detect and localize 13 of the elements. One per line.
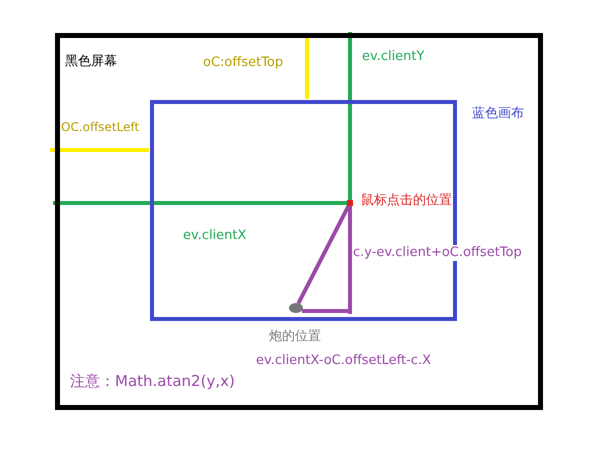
click-point-label: 鼠标点击的位置 — [361, 193, 452, 209]
cannon-label: 炮的位置 — [269, 329, 321, 345]
coordinate-label: ev.clientX — [183, 228, 246, 244]
leg-label: c.y-ev.client+oC.offsetTop — [353, 245, 522, 261]
canvas-label: 蓝色画布 — [472, 106, 524, 122]
note: 注意：Math.atan2(y,x) — [70, 372, 235, 390]
hypotenuse-line — [296, 205, 350, 304]
offset-label: OC.offsetLeft — [61, 119, 140, 135]
screen-frame — [55, 33, 543, 410]
offset-label: oC:offsetTop — [203, 55, 284, 71]
screen-label: 黑色屏幕 — [65, 54, 117, 70]
leg-label: ev.clientX-oC.offsetLeft-c.X — [256, 353, 431, 369]
coordinate-label: ev.clientY — [362, 49, 424, 65]
